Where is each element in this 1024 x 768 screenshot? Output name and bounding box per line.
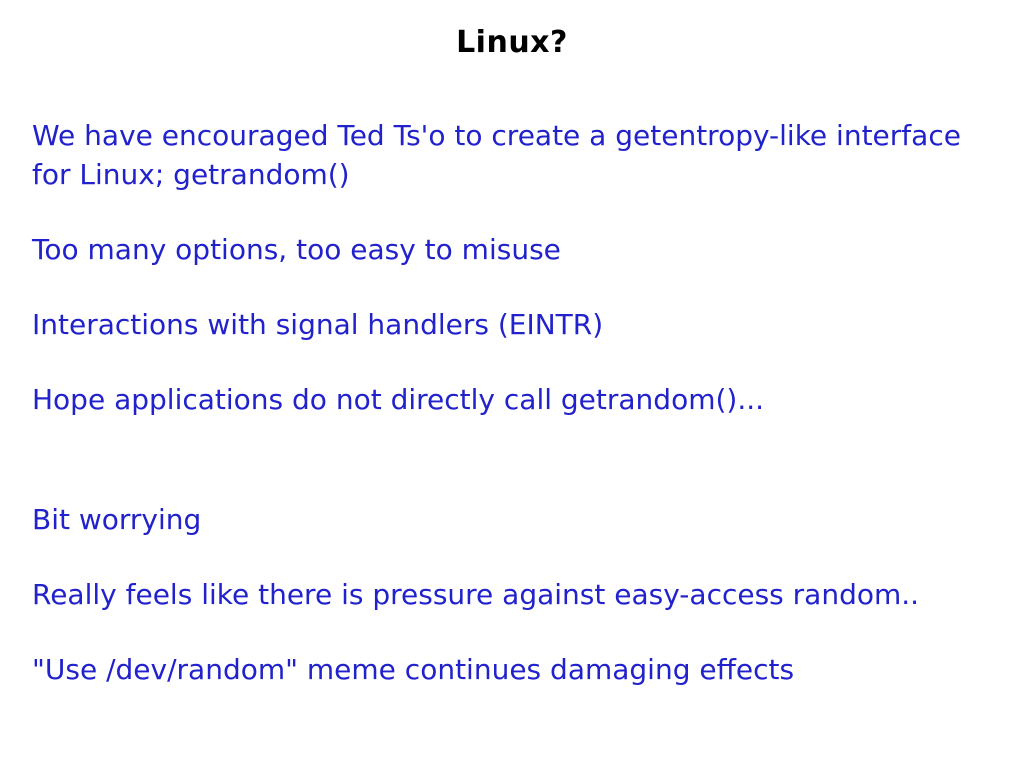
bullet-hope-applications: Hope applications do not directly call g… <box>32 383 765 416</box>
bullet-getentropy-interface: We have encouraged Ted Ts'o to create a … <box>32 119 961 191</box>
bullet-too-many-options: Too many options, too easy to misuse <box>32 233 561 266</box>
slide-body: We have encouraged Ted Ts'o to create a … <box>32 116 982 689</box>
bullet-signal-handlers: Interactions with signal handlers (EINTR… <box>32 308 604 341</box>
bullet-pressure-against-random: Really feels like there is pressure agai… <box>32 578 920 611</box>
bullet-bit-worrying: Bit worrying <box>32 503 202 536</box>
bullet-dev-random-meme: "Use /dev/random" meme continues damagin… <box>32 653 795 686</box>
slide-title: Linux? <box>456 25 568 60</box>
